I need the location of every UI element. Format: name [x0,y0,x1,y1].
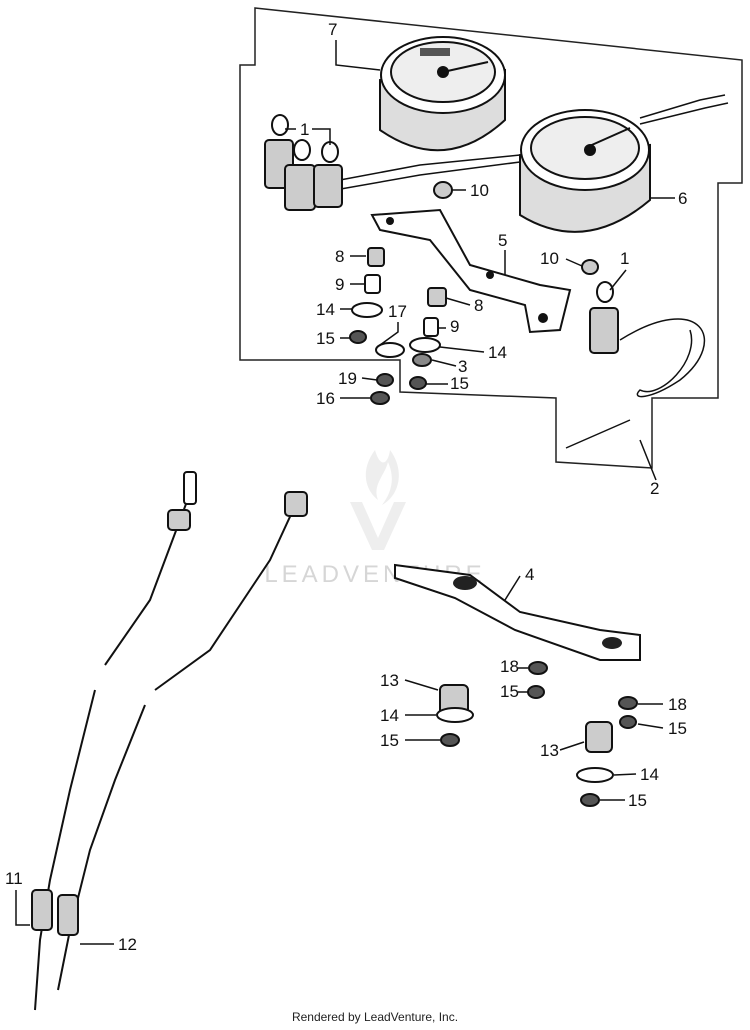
speedometer-gauge [379,36,506,152]
hardware-parts [349,181,599,405]
footer-credit: Rendered by LeadVenture, Inc. [291,1010,459,1024]
cable-ends [31,471,308,936]
lamp-lead-cable [565,318,706,449]
tachometer-gauge [519,109,651,233]
callout-14d: 14 [640,765,659,784]
callout-16: 16 [316,389,335,408]
callout-9b: 9 [450,317,459,336]
callout-5: 5 [498,231,507,250]
callout-15e: 15 [380,731,399,750]
callout-15f: 15 [628,791,647,810]
callout-13: 13 [380,671,399,690]
callout-1: 1 [300,120,309,139]
callout-2: 2 [650,479,659,498]
lower-bracket [394,563,641,661]
callout-3: 3 [458,357,467,376]
callout-19: 19 [338,369,357,388]
leader-lines [15,40,675,945]
callout-12: 12 [118,935,137,954]
callout-6: 6 [678,189,687,208]
lower-hardware [436,661,638,807]
meter-bracket [370,208,572,334]
callout-8: 8 [335,247,344,266]
callout-13b: 13 [540,741,559,760]
callout-10b: 10 [540,249,559,268]
bulb-sockets [264,114,619,354]
callout-4: 4 [525,565,534,584]
watermark-logo [350,450,406,550]
callout-15c: 15 [500,682,519,701]
callout-14: 14 [316,300,335,319]
callout-15: 15 [316,329,335,348]
callout-18: 18 [500,657,519,676]
callout-14b: 14 [488,343,507,362]
callout-1b: 1 [620,249,629,268]
callout-9: 9 [335,275,344,294]
callout-14c: 14 [380,706,399,725]
callout-7: 7 [328,20,337,39]
callout-10: 10 [470,181,489,200]
callout-17: 17 [388,302,407,321]
callout-labels: 7 1 10 6 5 8 9 10 1 14 8 17 9 15 14 3 19… [5,20,687,954]
callout-15b: 15 [450,374,469,393]
group-outline [239,7,743,469]
callout-15d: 15 [668,719,687,738]
callout-11: 11 [5,869,23,888]
callout-8b: 8 [474,296,483,315]
wiring-leads [334,94,729,191]
callout-18b: 18 [668,695,687,714]
